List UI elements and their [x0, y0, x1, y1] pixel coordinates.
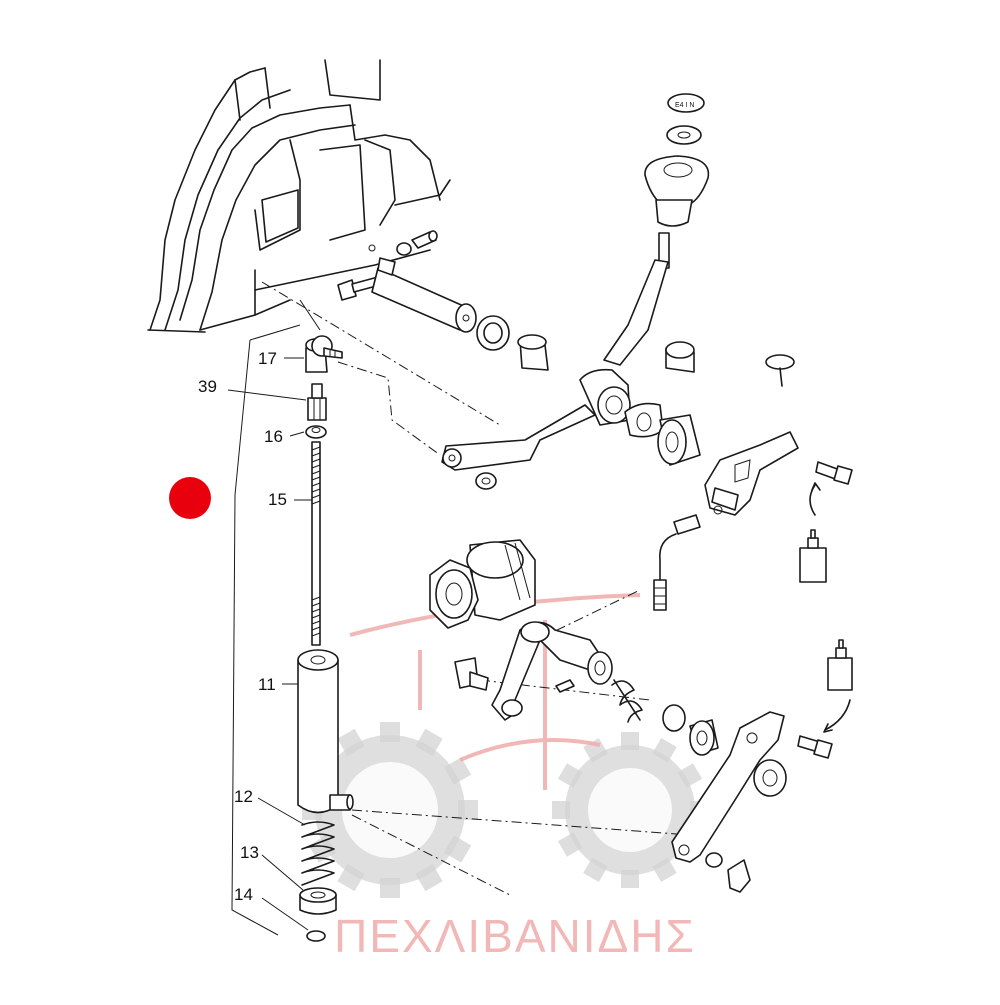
collar-part-13 — [299, 887, 337, 915]
callout-16: 16 — [264, 427, 283, 446]
watermark-gear-left — [302, 722, 478, 898]
splined-coupling-hub — [429, 539, 536, 629]
hex-coupler-part-39 — [307, 383, 327, 421]
callout-leader-lines — [227, 357, 312, 931]
watermark-text: ΠΕΧΛΙΒΑΝΙΔΗΣ — [334, 910, 696, 962]
callout-12: 12 — [234, 787, 253, 806]
watermark-logo — [302, 593, 708, 898]
callout-39: 39 — [198, 377, 217, 396]
lever-spacers — [624, 354, 795, 466]
knob-cap-label: Ε4 Ι Ν — [675, 102, 694, 109]
threaded-rod-part-15 — [311, 441, 321, 646]
callout-14: 14 — [234, 885, 253, 904]
cab-fender-housing — [147, 59, 451, 333]
callout-11: 11 — [258, 675, 276, 694]
callout-15: 15 — [268, 490, 287, 509]
ball-joint-part-17 — [305, 335, 343, 373]
cylinder-tube-part-11 — [297, 649, 354, 814]
o-ring-part-14 — [306, 930, 326, 942]
callout-17: 17 — [258, 349, 277, 368]
callout-labels: 17 39 16 15 11 12 13 14 — [198, 349, 287, 904]
watermark-gear-right — [552, 732, 708, 888]
red-marker-dot — [169, 477, 211, 519]
gear-lever-knob-assembly: Ε4 Ι Ν — [441, 93, 710, 490]
lower-shift-lever-assembly — [454, 621, 853, 893]
sensor-bracket-assembly — [653, 431, 853, 611]
nut-part-16 — [305, 425, 327, 439]
pivot-pin-assembly — [337, 230, 549, 371]
vertical-frame-lines — [231, 299, 321, 936]
spring-part-12 — [301, 821, 335, 886]
callout-13: 13 — [240, 843, 259, 862]
